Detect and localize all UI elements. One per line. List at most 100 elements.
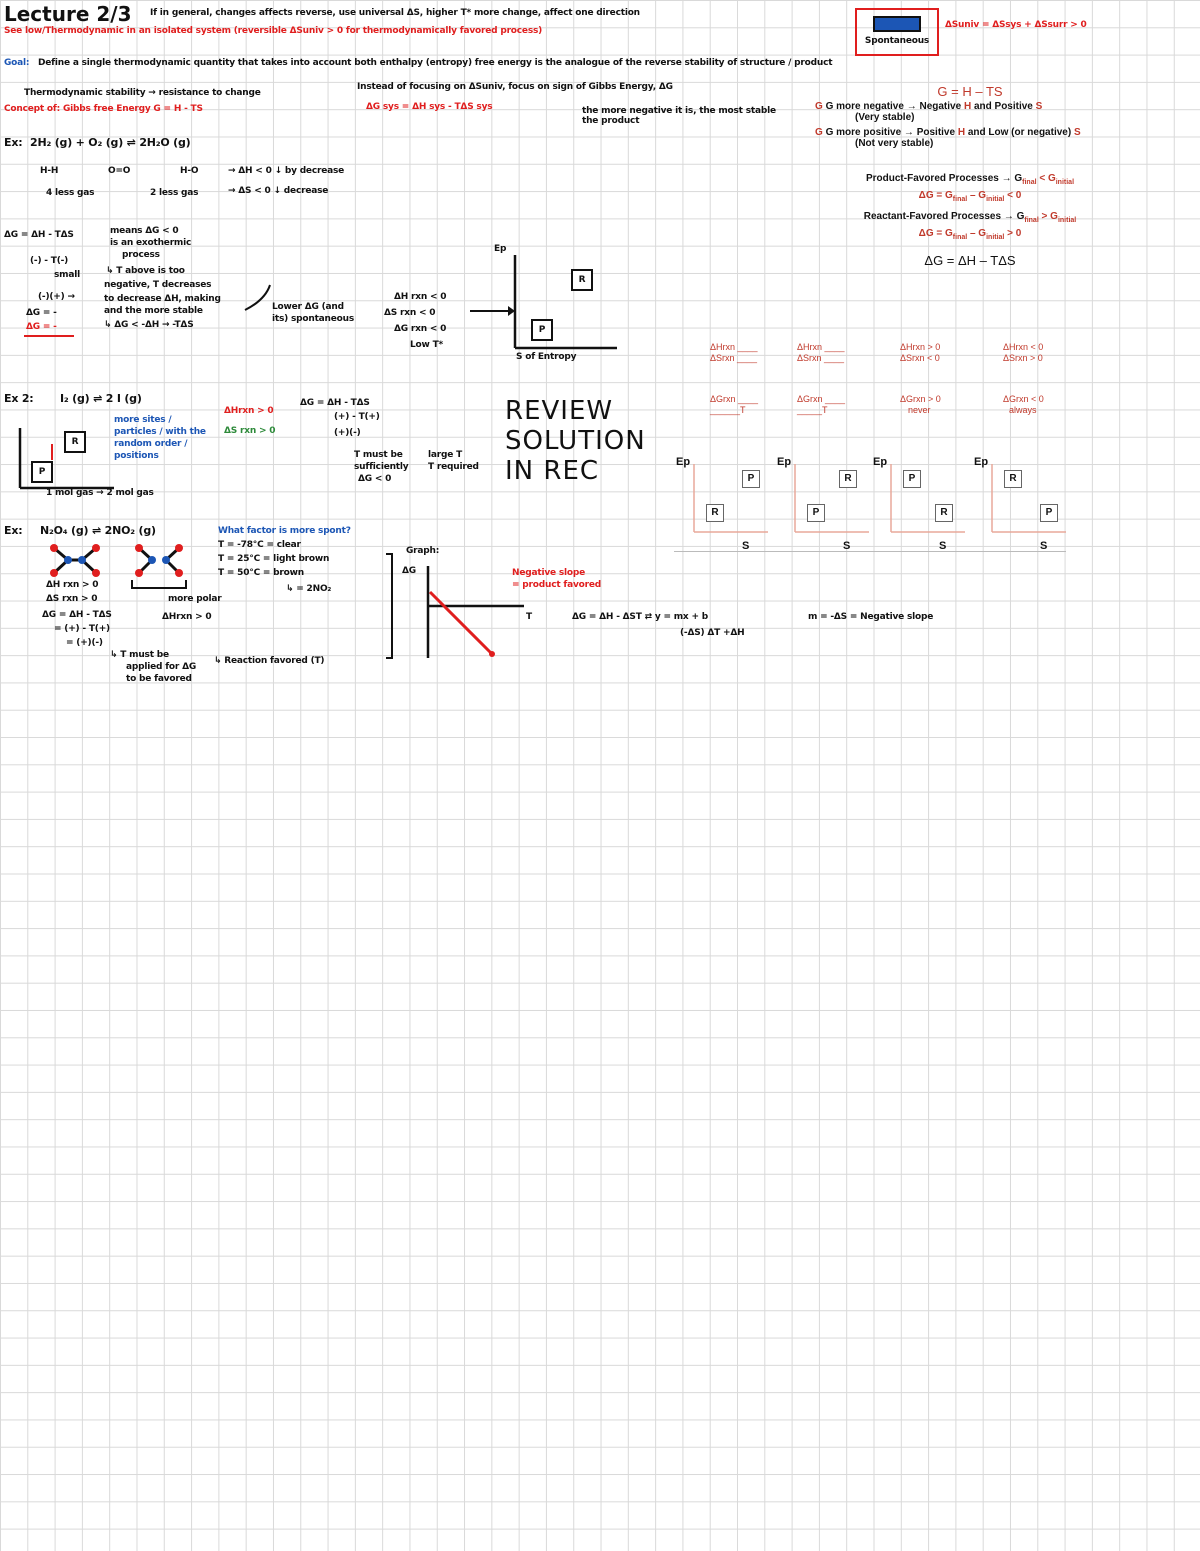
case-1-bottom-box: R (706, 504, 724, 522)
case-2-s-label: S (843, 540, 851, 552)
ex3-red-note-2: = product favored (512, 580, 601, 590)
ex3-bracket-note-2: ΔHrxn > 0 (162, 612, 212, 622)
ref-product-favored: Product-Favored Processes → Gfinal < Gin… (815, 173, 1125, 186)
ex3-slope-note: m = -ΔS = Negative slope (808, 612, 934, 622)
ex1-gas-right: 2 less gas (150, 188, 199, 198)
entropy-universe-equation: ΔSuniv = ΔSsys + ΔSsurr > 0 (945, 20, 1087, 30)
ref-product-final: final (1022, 179, 1037, 186)
ex1-label: Ex: (4, 136, 23, 149)
ref-reactant-favored: Reactant-Favored Processes → Gfinal > Gi… (815, 211, 1125, 224)
ex3-bracket-note: more polar (168, 594, 222, 604)
case-2-bottom-box: P (807, 504, 825, 522)
case-4-dg: ΔGrxn < 0 (1003, 394, 1044, 404)
ex1-arrow-note-2: its) spontaneous (272, 314, 355, 324)
ex3-bottom-4: ↳ Reaction favored (T) (214, 656, 325, 666)
ref-product-eq: ΔG = Gfinal – Ginitial < 0 (815, 190, 1125, 203)
ex2-note-3: ΔG < 0 (358, 474, 392, 484)
case-1-dh: ΔHrxn ____ (710, 342, 758, 352)
ex1-gibbs-eq: ΔG = ΔH - TΔS (4, 230, 74, 240)
ex1-note-4: ↳ T above is too (106, 266, 185, 276)
ex2-graph-reactant-box: R (64, 431, 86, 453)
case-3-axes (890, 464, 965, 533)
ex2-gibbs-eq: ΔG = ΔH - TΔS (300, 398, 370, 408)
ex1-note-5: negative, T decreases (104, 280, 212, 290)
case-1-top-box: P (742, 470, 760, 488)
case-1-graph: Ep P R S (676, 456, 768, 556)
case-4-top-box: R (1004, 470, 1022, 488)
ref-pos-h: H (957, 127, 966, 138)
ex2-reaction: I₂ (g) ⇌ 2 I (g) (60, 392, 142, 405)
case-4-ds: ΔSrxn > 0 (1003, 353, 1043, 363)
ex1-arrow-note-1: Lower ΔG (and (272, 302, 344, 312)
ref-negative-line: G G more negative → Negative H and Posit… (815, 101, 1043, 112)
ex3-left-ds: ΔS rxn > 0 (46, 594, 98, 604)
case-4-s-label: S (1040, 540, 1048, 552)
ex3-bottom-3: to be favored (126, 674, 192, 684)
goal-text: Define a single thermodynamic quantity t… (38, 58, 833, 68)
ex2-signs-2: (+)(-) (334, 428, 361, 438)
ex1-reaction: 2H₂ (g) + O₂ (g) ⇌ 2H₂O (g) (30, 136, 191, 149)
ex1-dg-neg-red: ΔG = - (26, 322, 57, 332)
goal-sub-gsys: ΔG sys = ΔH sys - TΔS sys (366, 102, 493, 112)
ex1-dg-neg: ΔG = - (26, 308, 57, 318)
case-2-t: _____T (797, 405, 828, 415)
case-2-axes (794, 464, 869, 533)
ex2-blue-note: more sites / particles / with the random… (114, 415, 206, 461)
ex2-dh-red: ΔHrxn > 0 (224, 406, 274, 416)
goal-label: Goal: (4, 58, 30, 68)
ex1-graph-axes (513, 255, 617, 350)
ex1-note-2: is an exothermic (110, 238, 192, 248)
ex3-bottom-2: applied for ΔG (126, 662, 197, 672)
ref-reactant-initial: initial (1057, 217, 1077, 224)
ex3-graph-x-label: T (526, 612, 532, 622)
case-2-text: ΔHrxn ____ ΔSrxn ____ ΔGrxn ____ _____T (797, 342, 845, 416)
spontaneous-box: Spontaneous (855, 8, 939, 56)
ex2-note-5: T required (428, 462, 479, 472)
ref-product-lt: < G (1036, 173, 1056, 184)
goal-sub-focus: Instead of focusing on ΔSuniv, focus on … (357, 82, 673, 92)
ex1-entropy-note: → ΔS < 0 ↓ decrease (228, 186, 329, 196)
case-4-bottom-box: P (1040, 504, 1058, 522)
ex3-temp-4: ↳ = 2NO₂ (286, 584, 332, 594)
ref-neg-text-a: G more negative → Negative (825, 101, 964, 112)
review-solution-note: REVIEW SOLUTION IN REC (505, 396, 646, 486)
ref-neg-text-b: and Positive (971, 101, 1036, 112)
case-3-s-label: S (939, 540, 947, 552)
case-1-t: ______T (710, 405, 746, 415)
case-1-ds: ΔSrxn ____ (710, 353, 758, 363)
case-4-t: always (1009, 405, 1037, 415)
ex1-bond-hh: H-H (40, 166, 59, 176)
ex3-graph-y-label: ΔG (402, 566, 416, 576)
ex1-gas-left: 4 less gas (46, 188, 95, 198)
case-2-dh: ΔHrxn ____ (797, 342, 845, 352)
ex2-note-2: sufficiently (354, 462, 409, 472)
ref-neg-h: H (963, 101, 972, 112)
ref-neg-sub: (Very stable) (855, 112, 915, 123)
ex1-graph-y-label: Ep (494, 244, 507, 254)
ref-reactant-eq-start: ΔG = G (918, 228, 953, 239)
ref-product-eq-tail: < 0 (1004, 190, 1022, 201)
ex3-left-dh: ΔH rxn > 0 (46, 580, 99, 590)
ex3-bottom-1: ↳ T must be (110, 650, 169, 660)
ex1-bond-ho: H-O (180, 166, 199, 176)
ex1-note-7: and the more stable (104, 306, 203, 316)
case-3-text: ΔHrxn > 0 ΔSrxn < 0 ΔGrxn > 0 never (900, 342, 941, 416)
ex3-label: Ex: (4, 524, 23, 537)
case-1-axes (693, 464, 768, 533)
ex3-temp-3: T = 50°C = brown (218, 568, 304, 578)
case-2-ds: ΔSrxn ____ (797, 353, 845, 363)
ex1-note-3: process (122, 250, 160, 260)
ref-pos-text-a: G more positive → Positive (825, 127, 958, 138)
ex3-temp-2: T = 25°C = light brown (218, 554, 330, 564)
ref-main-equation: ΔG = ΔH – TΔS (924, 253, 1016, 268)
ex1-neg: (-)(+) → (38, 292, 75, 302)
ex1-summary-t: Low T* (410, 340, 444, 350)
ex3-molecule-drawings (50, 544, 183, 577)
ex1-enthalpy-note: → ΔH < 0 ↓ by decrease (228, 166, 345, 176)
ref-product-eq-minus: – G (967, 190, 987, 201)
case-4-dh: ΔHrxn < 0 (1003, 342, 1044, 352)
ref-pos-sub: (Not very stable) (855, 138, 934, 149)
ex1-graph-product-box: P (531, 319, 553, 341)
header-line-2: See low/Thermodynamic in an isolated sys… (4, 26, 543, 36)
ex3-left-eq: ΔG = ΔH - TΔS (42, 610, 112, 620)
